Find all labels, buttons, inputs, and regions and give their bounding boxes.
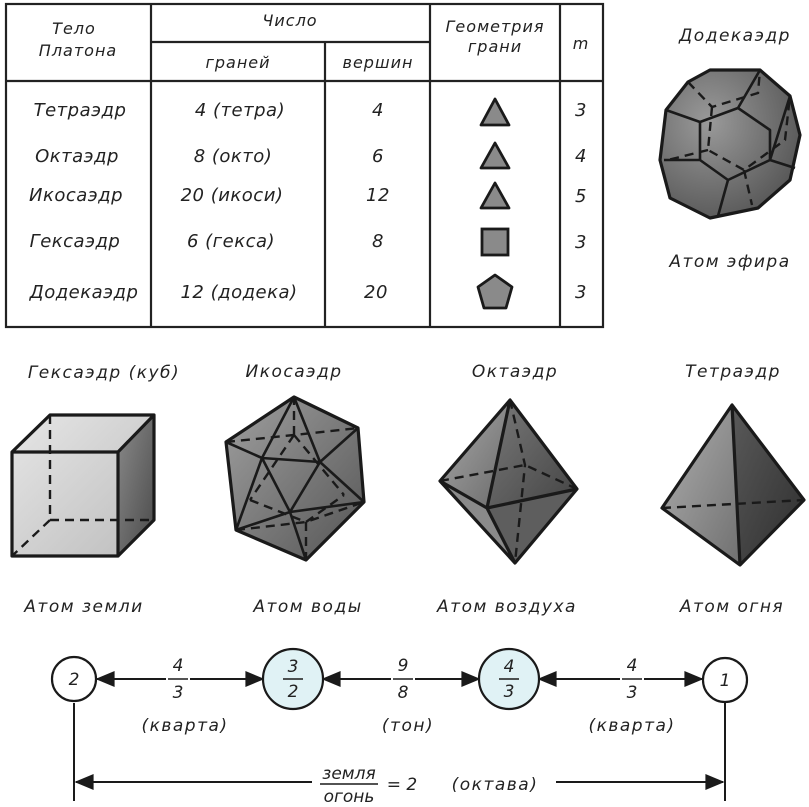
table-row: Тетраэдр 4 (тетра) 4 3 xyxy=(34,97,587,127)
header-m: m xyxy=(573,34,590,53)
interval-quart-left: 4 3 (кварта) xyxy=(141,656,228,736)
row-m: 5 xyxy=(575,186,587,207)
dodecahedron-title: Додекаэдр xyxy=(678,26,791,46)
row-name: Октаэдр xyxy=(35,146,119,167)
svg-text:земля: земля xyxy=(322,764,375,784)
pentagon-icon xyxy=(476,273,514,310)
table-row: Икосаэдр 20 (икоси) 12 5 xyxy=(29,181,587,210)
icosahedron-title: Икосаэдр xyxy=(245,362,342,382)
icosahedron-caption: Атом воды xyxy=(252,597,362,617)
row-vertices: 20 xyxy=(364,282,388,303)
row-m: 3 xyxy=(575,282,587,303)
interval-tone: 9 8 (тон) xyxy=(382,656,434,736)
triangle-icon xyxy=(479,181,511,210)
icosahedron-figure: Икосаэдр Атом воды xyxy=(224,362,366,617)
table-row: Гексаэдр 6 (гекса) 8 3 xyxy=(30,227,587,257)
svg-text:3: 3 xyxy=(504,682,515,702)
interval-quart-right: 4 3 (кварта) xyxy=(588,656,675,736)
octahedron-caption: Атом воздуха xyxy=(436,597,577,617)
octahedron-title: Октаэдр xyxy=(472,362,558,382)
cube-figure: Гексаэдр (куб) Атом земли xyxy=(10,363,180,617)
platonic-table: Тело Платона Число граней вершин Геометр… xyxy=(4,2,605,329)
svg-text:3: 3 xyxy=(288,657,299,677)
row-faces: 12 (додека) xyxy=(180,282,297,303)
row-vertices: 8 xyxy=(372,231,384,252)
square-icon xyxy=(480,227,510,257)
svg-text:1: 1 xyxy=(720,671,731,691)
row-vertices: 4 xyxy=(372,100,384,121)
header-geometry: Геометрия xyxy=(446,17,545,36)
row-vertices: 12 xyxy=(366,185,390,206)
header-number: Число xyxy=(262,11,317,30)
tetrahedron-title: Тетраэдр xyxy=(685,362,781,382)
header-body: Тело xyxy=(52,19,96,38)
header-faces: граней xyxy=(205,53,270,72)
interval-label: (кварта) xyxy=(141,716,228,736)
dodecahedron-caption: Атом эфира xyxy=(668,252,790,272)
interval-label: (тон) xyxy=(382,716,434,736)
svg-text:2: 2 xyxy=(69,670,80,690)
row-vertices: 6 xyxy=(372,146,384,167)
svg-text:3: 3 xyxy=(627,683,638,703)
svg-text:= 2: = 2 xyxy=(387,775,417,795)
node-3-2: 3 2 xyxy=(261,647,325,711)
header-body-2: Платона xyxy=(39,41,117,60)
svg-text:3: 3 xyxy=(173,683,184,703)
row-faces: 20 (икоси) xyxy=(181,185,284,206)
svg-text:9: 9 xyxy=(398,656,409,676)
svg-text:4: 4 xyxy=(627,656,638,676)
cube-title: Гексаэдр (куб) xyxy=(28,363,180,383)
node-1: 1 xyxy=(701,656,749,704)
dodecahedron-figure: Додекаэдр Атом эфира xyxy=(658,26,802,272)
tetrahedron-caption: Атом огня xyxy=(679,597,784,617)
tetrahedron-figure: Тетраэдр Атом огня xyxy=(660,362,806,617)
row-name: Гексаэдр xyxy=(30,231,121,252)
octahedron-figure: Октаэдр Атом воздуха xyxy=(436,362,579,617)
harmony-scale: 2 3 2 4 3 1 4 3 (кварта) 9 xyxy=(50,647,749,807)
table-row: Додекаэдр 12 (додека) 20 3 xyxy=(29,273,587,310)
svg-text:(октава): (октава) xyxy=(452,775,539,795)
triangle-icon xyxy=(479,97,511,127)
svg-text:8: 8 xyxy=(398,683,409,703)
header-vertices: вершин xyxy=(343,53,414,72)
row-faces: 4 (тетра) xyxy=(195,100,285,121)
svg-text:4: 4 xyxy=(504,657,515,677)
triangle-icon xyxy=(479,141,511,170)
row-name: Додекаэдр xyxy=(29,282,139,303)
node-2: 2 xyxy=(50,655,98,703)
header-geometry-2: грани xyxy=(468,37,522,56)
node-4-3: 4 3 xyxy=(477,647,541,711)
row-m: 3 xyxy=(575,232,587,253)
table-border xyxy=(4,2,605,329)
row-faces: 6 (гекса) xyxy=(187,231,275,252)
svg-text:4: 4 xyxy=(173,656,184,676)
svg-text:огонь: огонь xyxy=(324,787,375,807)
row-name: Тетраэдр xyxy=(34,100,127,121)
svg-text:2: 2 xyxy=(288,682,299,702)
octave-formula: земля огонь = 2 (октава) xyxy=(312,763,556,807)
row-name: Икосаэдр xyxy=(29,185,123,206)
row-m: 3 xyxy=(575,100,587,121)
table-row: Октаэдр 8 (окто) 6 4 xyxy=(35,141,587,170)
cube-caption: Атом земли xyxy=(23,597,143,617)
interval-label: (кварта) xyxy=(588,716,675,736)
row-m: 4 xyxy=(575,146,587,167)
row-faces: 8 (окто) xyxy=(194,146,273,167)
